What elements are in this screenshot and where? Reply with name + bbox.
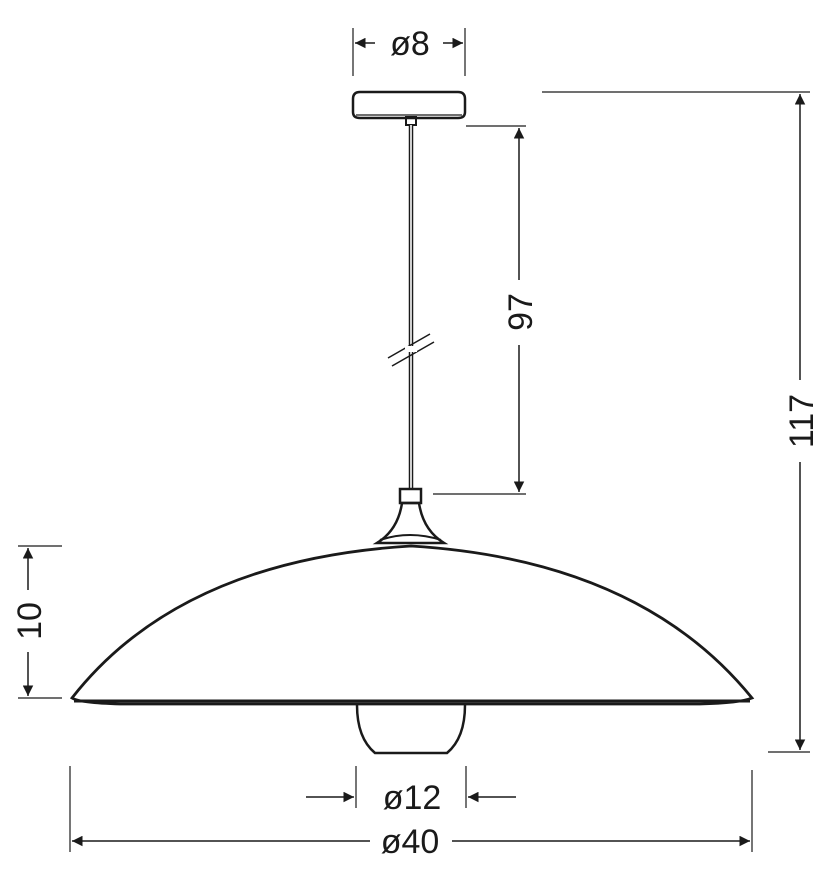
- lamp: [69, 90, 755, 755]
- dimension-diffuser-diameter: ø12: [306, 766, 516, 817]
- diffuser: [355, 704, 467, 755]
- label-shade-height: 10: [11, 602, 49, 640]
- dimension-total-height: 117: [542, 91, 821, 753]
- label-cable-length: 97: [502, 293, 540, 331]
- canopy: [351, 90, 467, 120]
- dimension-cable-length: 97: [433, 125, 540, 495]
- dimension-shade-height: 10: [11, 545, 62, 699]
- break-mark: [387, 333, 435, 367]
- lamp-holder: [372, 487, 449, 545]
- dimension-shade-diameter: ø40: [69, 766, 753, 861]
- label-diffuser-diameter: ø12: [383, 779, 442, 817]
- lamp-shade: [69, 544, 755, 706]
- label-canopy-diameter: ø8: [390, 25, 430, 63]
- label-shade-diameter: ø40: [381, 823, 440, 861]
- label-total-height: 117: [783, 394, 821, 448]
- dimension-canopy-diameter: ø8: [352, 25, 466, 76]
